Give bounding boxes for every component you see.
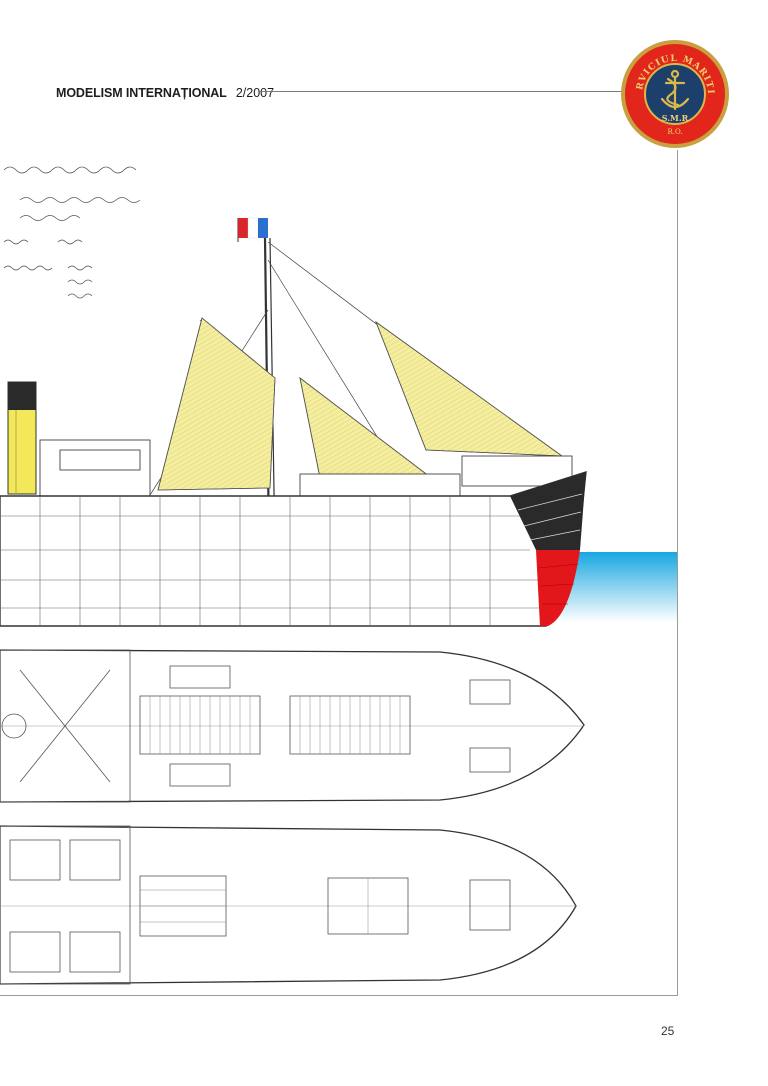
emblem-bottom-text: R.O. (667, 128, 682, 136)
deck-plan-upper (0, 649, 585, 803)
frame-right-rule (677, 150, 678, 996)
page-number: 25 (661, 1024, 675, 1038)
magazine-title: MODELISM INTERNAȚIONAL (56, 86, 227, 100)
smr-emblem: SERVICIUL MARITIM S.M.R R.O. (620, 39, 729, 148)
deck-plan-lower (0, 825, 577, 985)
issue-number: 2/2007 (235, 86, 275, 100)
bow-black (510, 472, 586, 550)
flag (237, 217, 268, 242)
ship-plan-drawing (0, 166, 678, 985)
funnel (7, 381, 37, 495)
bow-red (536, 550, 580, 626)
anchor-icon (660, 69, 690, 111)
frame-bottom-rule (0, 995, 678, 996)
sails (157, 317, 564, 491)
running-header: MODELISM INTERNAȚIONAL 2/2007 (56, 82, 274, 101)
drawing-title-block (3, 166, 141, 299)
side-elevation (0, 217, 587, 627)
emblem-center-text: S.M.R (662, 113, 689, 123)
header-rule (258, 91, 630, 92)
